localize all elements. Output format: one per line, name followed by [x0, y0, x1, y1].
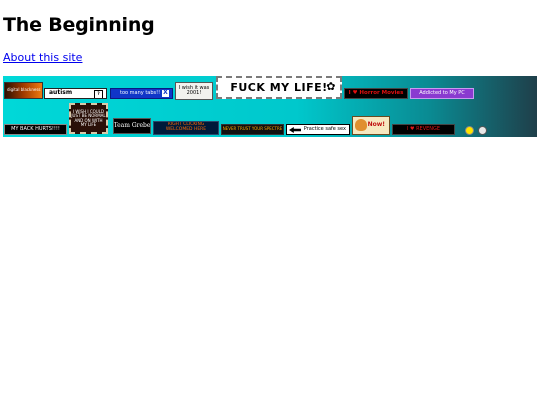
stamp-text: Now!	[367, 121, 385, 129]
stamp-strip: digital blackness autism ? too many tabs…	[3, 76, 537, 137]
stamp-autism: autism ?	[44, 88, 107, 99]
stamp-horror-movies: I ♥ Horror Movies	[344, 88, 408, 99]
stamp-right-clicking: RIGHT CLICKING WELCOMED HERE	[153, 121, 219, 135]
page-title: The Beginning	[3, 14, 155, 36]
bug-icon: ✿	[326, 80, 336, 93]
stamp-text: I WISH I COULD JUST BE NORMAL AND ON WIT…	[71, 109, 106, 127]
close-icon: X	[162, 89, 169, 97]
stamp-cat: Now!	[352, 116, 390, 135]
stamp-text: RIGHT CLICKING WELCOMED HERE	[165, 122, 207, 132]
stamp-text: I ♥ REVENGE	[406, 125, 441, 132]
stamp-safe-sex: Practice safe sex	[286, 124, 350, 135]
stamp-text: autism	[49, 89, 73, 97]
stamp-flm: FUCK MY LIFE! ✿	[216, 76, 342, 99]
stamp-text: FUCK MY LIFE!	[230, 80, 328, 94]
stamp-wish-normal: I WISH I COULD JUST BE NORMAL AND ON WIT…	[69, 103, 108, 134]
stamp-back-hurts: MY BACK HURTS!!!!	[4, 124, 67, 135]
stamp-text: Addicted to My PC	[419, 89, 465, 96]
about-link[interactable]: About this site	[3, 51, 83, 64]
stamp-digital-blackness: digital blackness	[4, 82, 43, 99]
stamp-text: I wish it was 2001!	[178, 84, 210, 96]
arrow-left-icon	[289, 127, 301, 133]
stamp-text: Team Grebe	[113, 121, 151, 129]
stamp-text: NEVER TRUST YOUR SPECTRE	[222, 126, 283, 132]
cursor-icon	[478, 125, 487, 135]
stamp-too-many-tabs: too many tabs!! X	[110, 88, 173, 99]
stamp-team: Team Grebe	[113, 118, 151, 134]
stamp-text: Practice safe sex	[303, 125, 346, 132]
stamp-icons	[465, 125, 493, 135]
cat-icon	[355, 119, 367, 131]
stamp-tracker: NEVER TRUST YOUR SPECTRE	[221, 124, 284, 135]
stamp-text: too many tabs!!	[120, 89, 161, 96]
smiley-icon	[465, 125, 474, 135]
stamp-wish-2001: I wish it was 2001!	[175, 82, 213, 100]
stamp-text: digital blackness	[7, 87, 41, 93]
stamp-addicted-pc: Addicted to My PC	[410, 88, 474, 99]
stamp-revenge: I ♥ REVENGE	[392, 124, 455, 135]
stamp-text: MY BACK HURTS!!!!	[11, 125, 60, 132]
stamp-text: I ♥ Horror Movies	[348, 89, 404, 96]
stamp-box: ?	[94, 90, 103, 98]
